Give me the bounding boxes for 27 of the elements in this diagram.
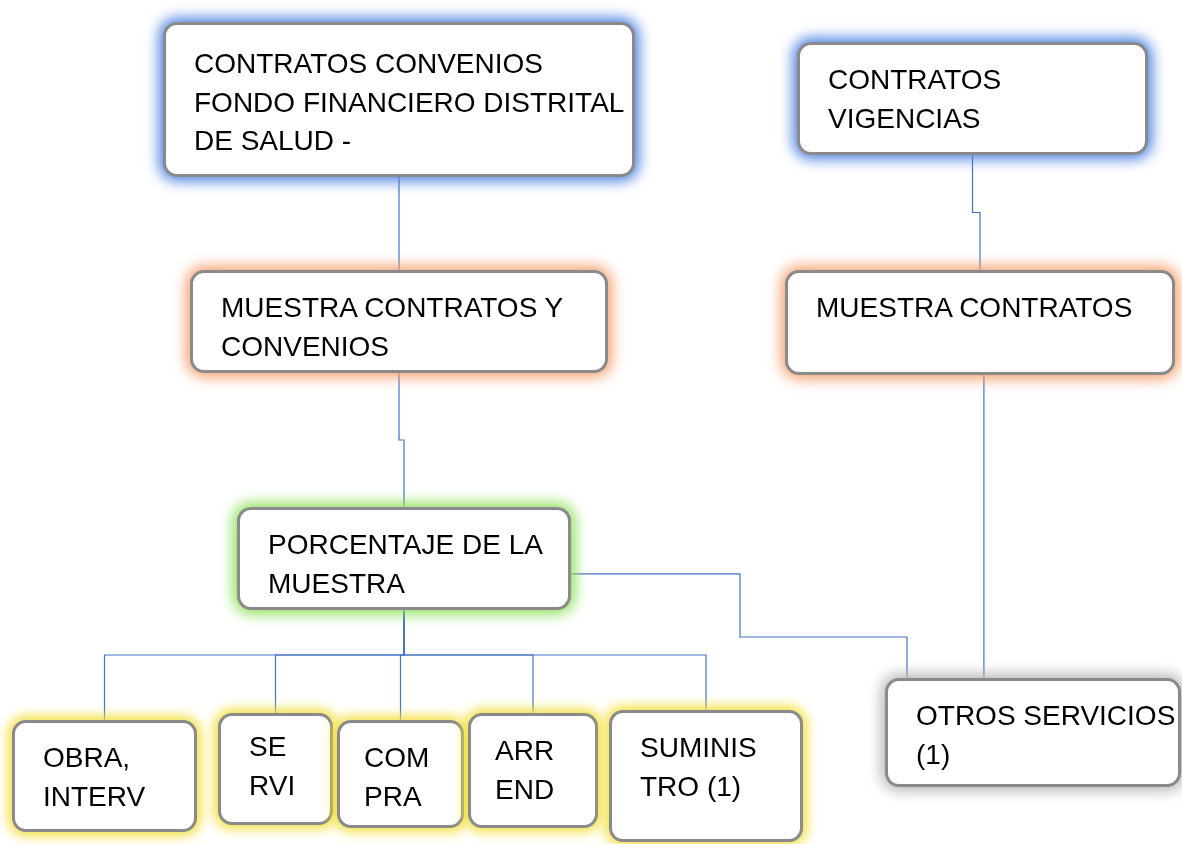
box-text: SUMINIS TRO (1) [640, 731, 758, 804]
box-text: MUESTRA CONTRATOS Y CONVENIOS [221, 291, 564, 364]
connector-line [398, 372, 405, 508]
box-text: SE RVI [249, 730, 297, 803]
box-text: OTROS SERVICIOS (1) [916, 699, 1177, 772]
box-text: MUESTRA CONTRATOS [816, 291, 1134, 325]
connector-line [570, 573, 908, 679]
rounded-box [797, 42, 1148, 155]
rounded-box [163, 22, 635, 177]
box-text: CONTRATOS CONVENIOS FONDO FINANCIERO DISTRITAL DE SALUD - [194, 47, 625, 159]
rounded-box [468, 713, 598, 828]
connector-line [398, 176, 400, 271]
rounded-box [337, 720, 464, 828]
connector-line [983, 374, 985, 679]
box-text: COM PRA [364, 741, 431, 814]
rounded-box [218, 713, 333, 825]
rounded-box [609, 710, 803, 842]
box-text: OBRA, INTERV [43, 741, 147, 814]
rounded-box [785, 270, 1175, 375]
rounded-box [12, 720, 197, 832]
rounded-box [190, 270, 608, 373]
rounded-box [885, 678, 1181, 787]
box-text: PORCENTAJE DE LA MUESTRA [268, 528, 543, 601]
box-text: ARR END [495, 734, 556, 807]
box-text: CONTRATOS VIGENCIAS [828, 63, 1003, 136]
rounded-box [237, 507, 571, 610]
connector-line [971, 154, 981, 271]
